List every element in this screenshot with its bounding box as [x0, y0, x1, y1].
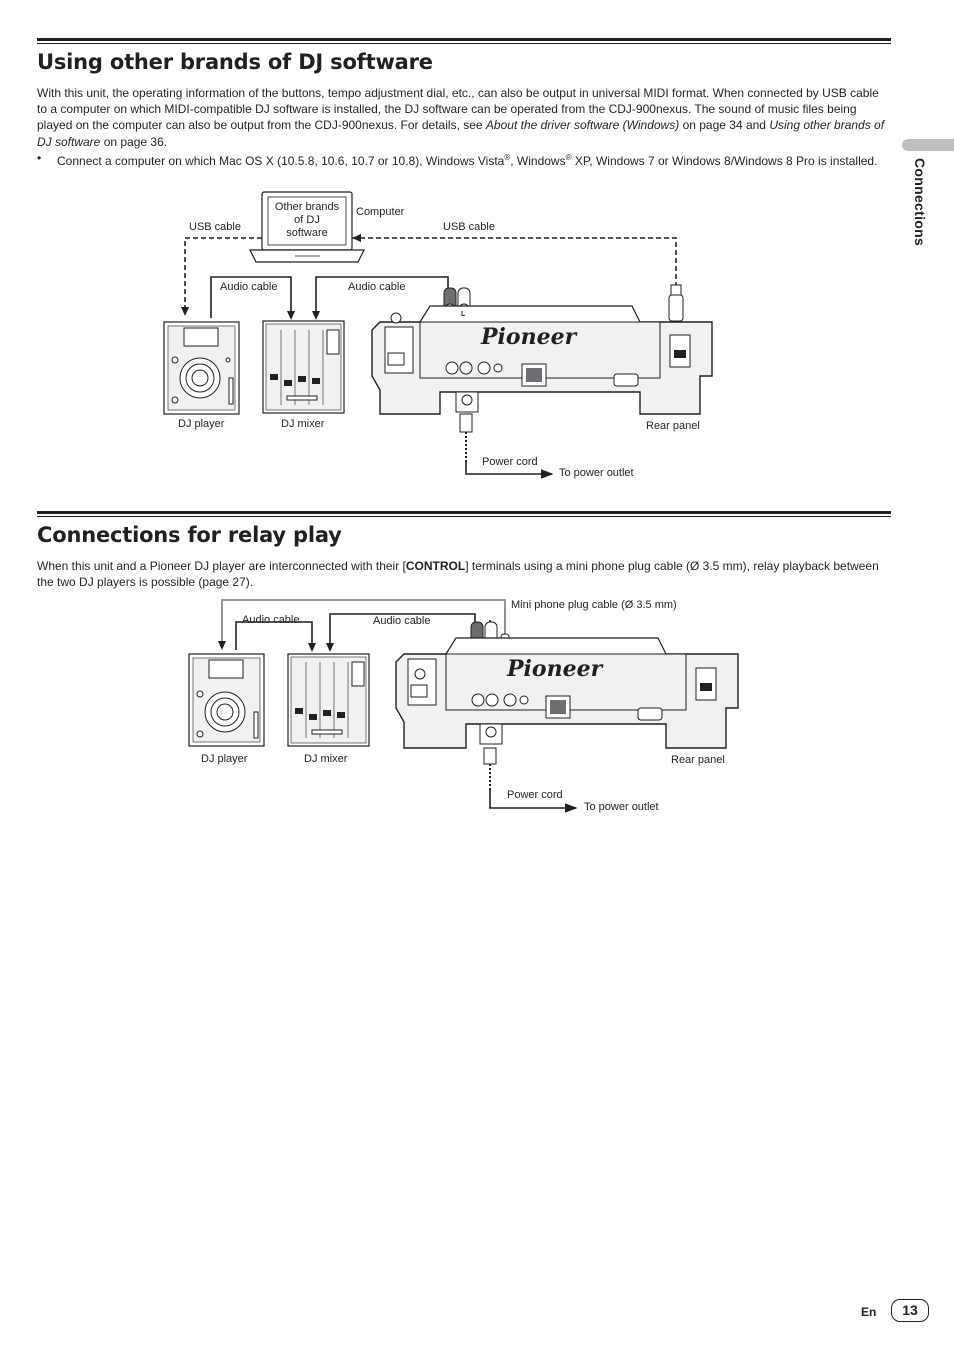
os-text-b: , Windows — [510, 154, 566, 168]
section-rule-top — [37, 511, 891, 514]
audio-cable-left-label: Audio cable — [242, 614, 300, 626]
power-cord-label: Power cord — [482, 456, 538, 468]
driver-software-reference: About the driver software (Windows) — [485, 118, 680, 133]
power-cord-icon — [483, 747, 578, 813]
power-cord-label: Power cord — [507, 789, 563, 801]
language-code: En — [861, 1305, 877, 1319]
power-outlet-label: To power outlet — [559, 467, 634, 479]
dj-player-label: DJ player — [178, 418, 225, 430]
audio-arrow-icon — [312, 311, 320, 320]
mini-phone-arrow-icon — [218, 641, 226, 650]
usb-cable-left-label: USB cable — [189, 221, 241, 233]
intro-text-b: on page 34 and — [679, 118, 770, 133]
relay-connection-drawing: R L — [188, 599, 739, 813]
relay-text-b: ] terminals using a mini phone plug cabl… — [37, 559, 879, 590]
screen-line-3: software — [286, 227, 328, 239]
audio-arrow-icon — [308, 643, 316, 652]
power-cord-icon — [459, 413, 554, 479]
screen-line-1: Other brands — [274, 201, 340, 213]
pioneer-logo: Pioneer — [506, 656, 604, 682]
bullet-mark: • — [37, 151, 42, 165]
control-terminal-name: CONTROL — [405, 559, 466, 573]
audio-cable-right-label: Audio cable — [373, 615, 431, 627]
plug-r-label: R — [447, 311, 452, 318]
usb-plug-icon — [668, 284, 684, 327]
rear-panel-unit-icon — [371, 305, 713, 415]
registered-mark: ® — [504, 153, 511, 162]
chapter-tab-text: Connections — [912, 158, 928, 247]
dj-software-reference: Using other brands of DJ software — [37, 118, 885, 149]
pioneer-logo: Pioneer — [480, 324, 578, 350]
mini-phone-cable-label: Mini phone plug cable (Ø 3.5 mm) — [511, 599, 677, 611]
rear-panel-unit-icon — [395, 637, 739, 749]
section-rule-top — [37, 38, 891, 41]
mini-phone-cable-line — [221, 599, 506, 648]
dj-mixer-label: DJ mixer — [281, 418, 325, 430]
dj-mixer-icon — [262, 320, 345, 414]
usb-arrow-icon — [352, 234, 361, 242]
intro-text-a: With this unit, the operating informatio… — [37, 86, 879, 133]
os-requirement-text: Connect a computer on which Mac OS X (10… — [57, 150, 885, 169]
audio-arrow-icon — [326, 643, 334, 652]
usb-cable-lines — [184, 237, 677, 308]
rear-panel-label: Rear panel — [646, 420, 700, 432]
relay-paragraph: When this unit and a Pioneer DJ player a… — [37, 558, 885, 590]
midi-connection-drawing: Pioneer R L — [163, 191, 713, 479]
section-rule-bottom — [37, 516, 891, 517]
audio-cable-right-label: Audio cable — [348, 281, 406, 293]
relay-text-a: When this unit and a Pioneer DJ player a… — [37, 559, 406, 573]
midi-connection-diagram: Pioneer R L — [0, 0, 954, 500]
power-outlet-label: To power outlet — [584, 801, 659, 813]
rear-panel-label: Rear panel — [671, 754, 725, 766]
plug-l-label: L — [461, 311, 466, 318]
intro-text-c: on page 36. — [100, 134, 168, 149]
section-heading-dj-software: Using other brands of DJ software — [37, 50, 433, 74]
section-heading-relay-play: Connections for relay play — [37, 523, 342, 547]
intro-paragraph: With this unit, the operating informatio… — [37, 85, 885, 150]
screen-label: Other brands of DJ software — [262, 201, 352, 240]
section-rule-bottom — [37, 43, 891, 44]
audio-arrow-icon — [287, 311, 295, 320]
relay-connection-diagram: R L — [0, 590, 954, 820]
dj-player-label: DJ player — [201, 753, 248, 765]
chapter-tab-label: Connections — [904, 158, 934, 278]
computer-label: Computer — [356, 206, 405, 218]
chapter-tab-marker — [902, 139, 954, 151]
computer-laptop-icon — [249, 191, 365, 263]
dj-mixer-label: DJ mixer — [304, 753, 348, 765]
dj-mixer-icon — [287, 653, 370, 747]
page-number: 13 — [891, 1299, 929, 1322]
screen-line-2: of DJ — [294, 214, 320, 226]
dj-player-icon — [188, 653, 265, 747]
usb-cable-right-label: USB cable — [443, 221, 495, 233]
dj-player-icon — [163, 321, 240, 415]
os-text-a: Connect a computer on which Mac OS X (10… — [57, 154, 505, 168]
audio-cable-left-label: Audio cable — [220, 281, 278, 293]
usb-arrow-icon — [181, 307, 189, 316]
registered-mark: ® — [565, 153, 572, 162]
os-text-c: XP, Windows 7 or Windows 8/Windows 8 Pro… — [571, 154, 878, 168]
